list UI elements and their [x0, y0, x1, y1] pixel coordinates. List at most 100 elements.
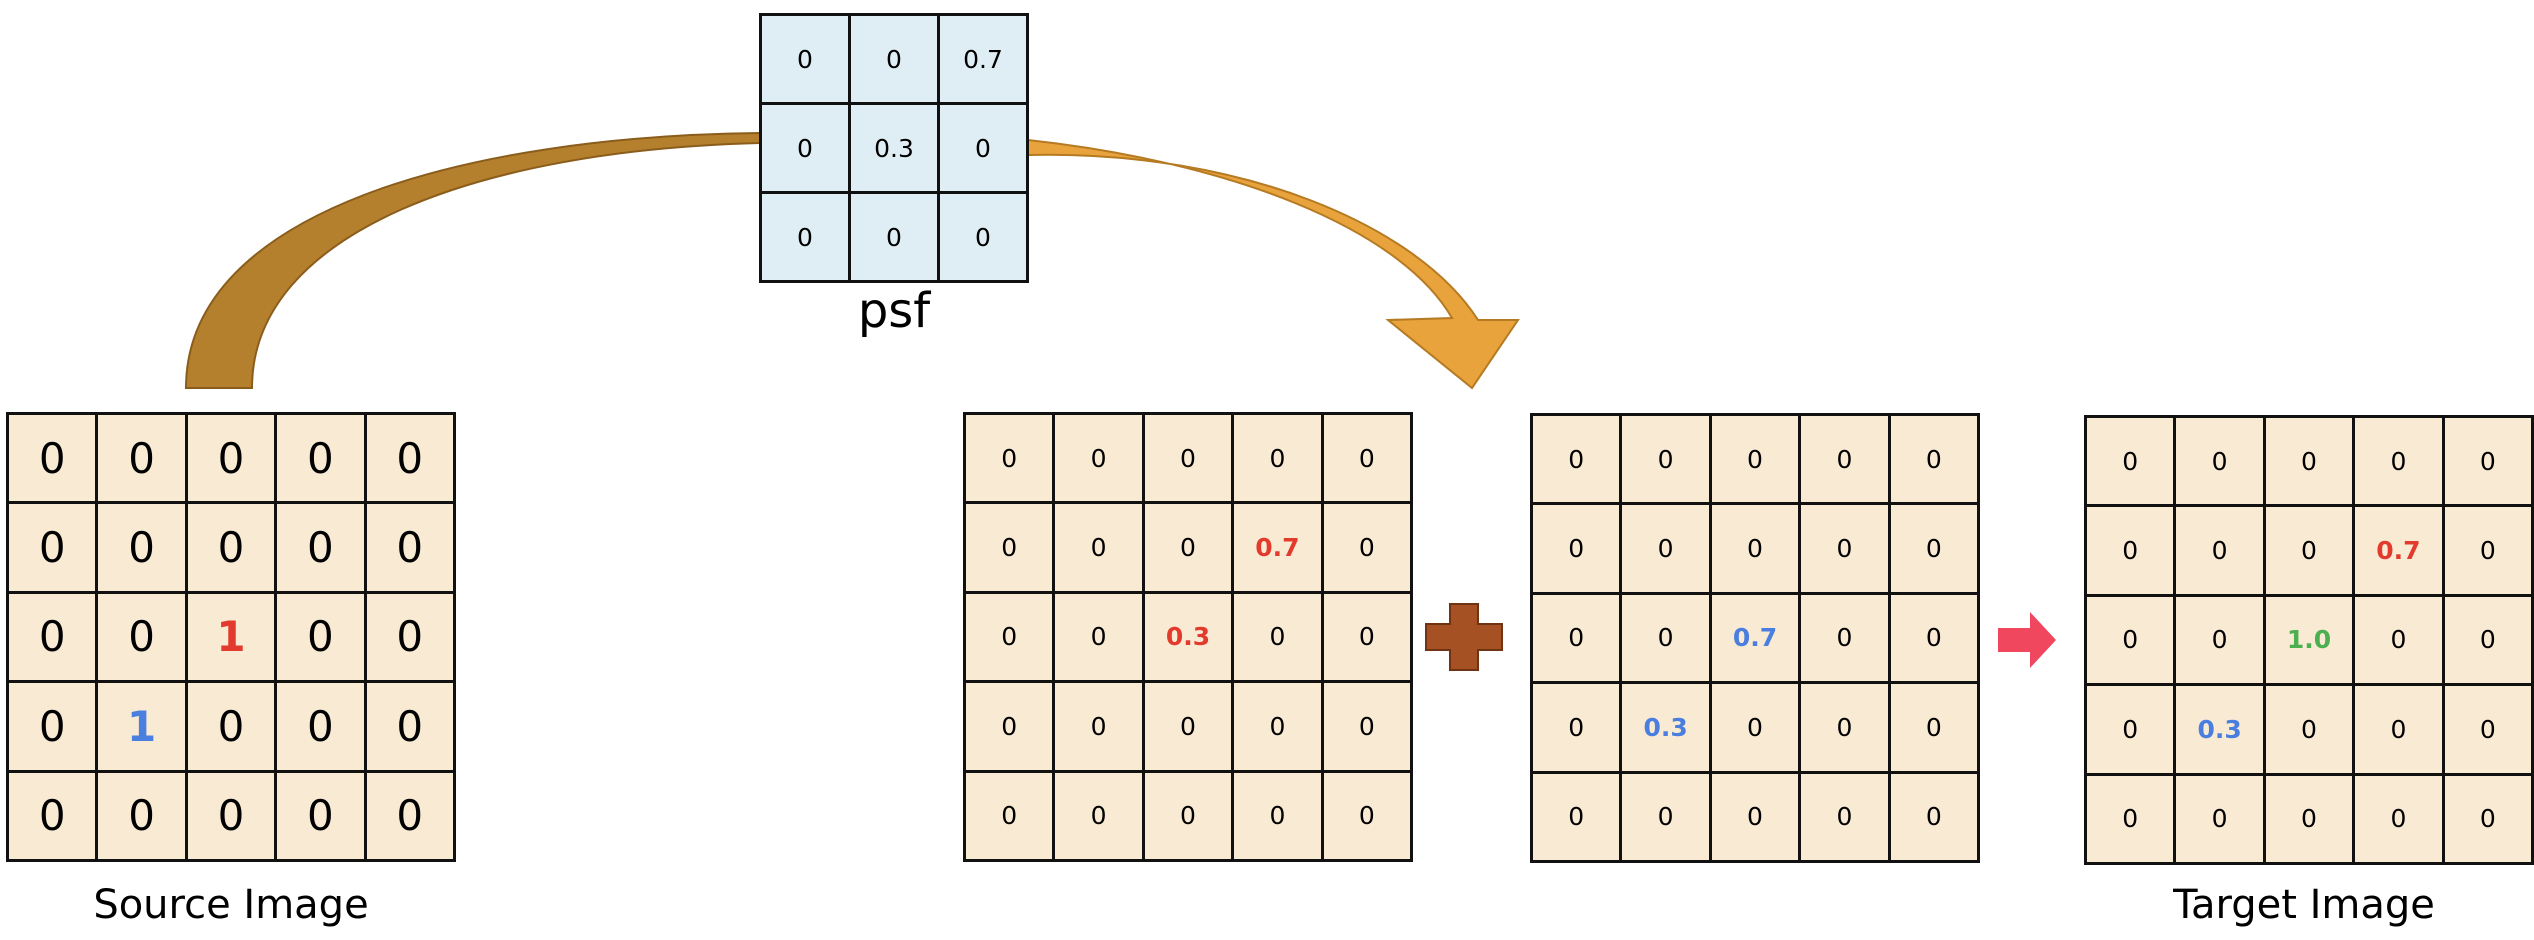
psf-label: psf	[857, 283, 931, 339]
grid-cell: 0	[762, 16, 851, 105]
grid-cell: 0	[1323, 415, 1413, 505]
grid-cell: 0	[1622, 594, 1712, 685]
grid-cell: 0	[2176, 596, 2266, 687]
grid-cell: 0	[2444, 686, 2534, 776]
grid-cell: 0.3	[2176, 686, 2266, 776]
grid-cell: 0	[277, 415, 367, 505]
grid-cell: 0	[2355, 596, 2445, 687]
grid-cell: 0	[2265, 418, 2356, 508]
grid-cell: 0.3	[1144, 593, 1235, 684]
grid-cell: 0.7	[2355, 507, 2445, 597]
grid-cell: 0	[9, 593, 99, 684]
grid-cell: 0	[9, 683, 99, 773]
grid-cell: 0	[1711, 416, 1802, 506]
grid-cell: 0	[187, 772, 278, 862]
grid-cell: 0	[2355, 775, 2445, 865]
grid-cell: 0	[1144, 772, 1235, 862]
grid-cell: 0	[2265, 686, 2356, 776]
grid-cell: 0	[1323, 504, 1413, 594]
grid-cell: 0	[1234, 415, 1324, 505]
grid-cell: 0.3	[851, 105, 940, 194]
grid-cell: 0	[966, 504, 1056, 594]
grid-cell: 0	[1055, 593, 1145, 684]
grid-cell: 0	[851, 16, 940, 105]
grid-cell: 0	[762, 194, 851, 283]
curved-arrow-icon	[184, 131, 761, 389]
grid-cell: 0	[187, 683, 278, 773]
grid-cell: 0	[1533, 594, 1623, 685]
grid-cell: 0	[2176, 775, 2266, 865]
grid-cell: 0	[966, 683, 1056, 773]
grid-cell: 0	[1144, 504, 1235, 594]
grid-cell: 0	[187, 504, 278, 594]
grid-cell: 0	[1323, 683, 1413, 773]
grid-cell: 0	[98, 593, 188, 684]
curved-arrow-icon	[1027, 138, 1520, 390]
grid-cell: 0	[940, 194, 1029, 283]
grid-cell: 0	[1323, 772, 1413, 862]
grid-cell: 0	[2176, 418, 2266, 508]
grid-cell: 0	[2265, 507, 2356, 597]
grid-cell: 0	[966, 415, 1056, 505]
grid-cell: 0	[98, 415, 188, 505]
grid-cell: 0	[2265, 775, 2356, 865]
grid-cell: 0	[366, 415, 456, 505]
grid-cell: 0	[1144, 683, 1235, 773]
grid-cell: 0	[1801, 684, 1891, 774]
grid-cell: 0.7	[1711, 594, 1802, 685]
grid-cell: 0	[1055, 415, 1145, 505]
grid-cell: 0	[2087, 686, 2177, 776]
grid-cell: 0	[1234, 772, 1324, 862]
grid-cell: 0	[98, 772, 188, 862]
grid-cell: 0	[9, 415, 99, 505]
grid-cell: 0	[1801, 773, 1891, 863]
grid-cell: 1	[187, 593, 278, 684]
grid-cell: 0	[1055, 504, 1145, 594]
grid-cell: 0	[1711, 773, 1802, 863]
grid-cell: 0	[1533, 773, 1623, 863]
right-arrow-icon	[1998, 612, 2056, 668]
grid-cell: 0	[2087, 507, 2177, 597]
grid-cell: 0	[2444, 507, 2534, 597]
grid-cell: 0	[9, 504, 99, 594]
grid-cell: 0	[1890, 505, 1980, 595]
grid-cell: 0	[98, 504, 188, 594]
grid-cell: 0	[1711, 505, 1802, 595]
grid-cell: 0	[277, 772, 367, 862]
grid-cell: 0	[1890, 684, 1980, 774]
grid-cell: 0	[966, 772, 1056, 862]
grid-cell: 0	[966, 593, 1056, 684]
grid-cell: 0	[1711, 684, 1802, 774]
grid-cell: 0	[9, 772, 99, 862]
grid-cell: 0	[2176, 507, 2266, 597]
grid-cell: 0	[1801, 594, 1891, 685]
grid-cell: 0	[2444, 596, 2534, 687]
source-image-label: Source Image	[93, 882, 369, 928]
grid-cell: 0	[277, 683, 367, 773]
plus-icon	[1425, 603, 1503, 671]
grid-cell: 0	[2355, 686, 2445, 776]
grid-cell: 0	[1533, 416, 1623, 506]
grid-cell: 0	[1234, 683, 1324, 773]
grid-cell: 0	[1890, 416, 1980, 506]
grid-cell: 0	[277, 593, 367, 684]
grid-cell: 0	[1234, 593, 1324, 684]
grid-cell: 0	[1622, 773, 1712, 863]
grid-cell: 0	[1055, 772, 1145, 862]
grid-cell: 0	[2355, 418, 2445, 508]
grid-cell: 1	[98, 683, 188, 773]
target-image-label: Target Image	[2173, 882, 2435, 928]
grid-cell: 0.7	[940, 16, 1029, 105]
grid-cell: 0.3	[1622, 684, 1712, 774]
grid-cell: 0	[1055, 683, 1145, 773]
grid-cell: 0	[1144, 415, 1235, 505]
grid-cell: 0	[1533, 505, 1623, 595]
grid-cell: 0	[1323, 593, 1413, 684]
grid-cell: 0.7	[1234, 504, 1324, 594]
grid-cell: 0	[2087, 418, 2177, 508]
grid-cell: 0	[187, 415, 278, 505]
